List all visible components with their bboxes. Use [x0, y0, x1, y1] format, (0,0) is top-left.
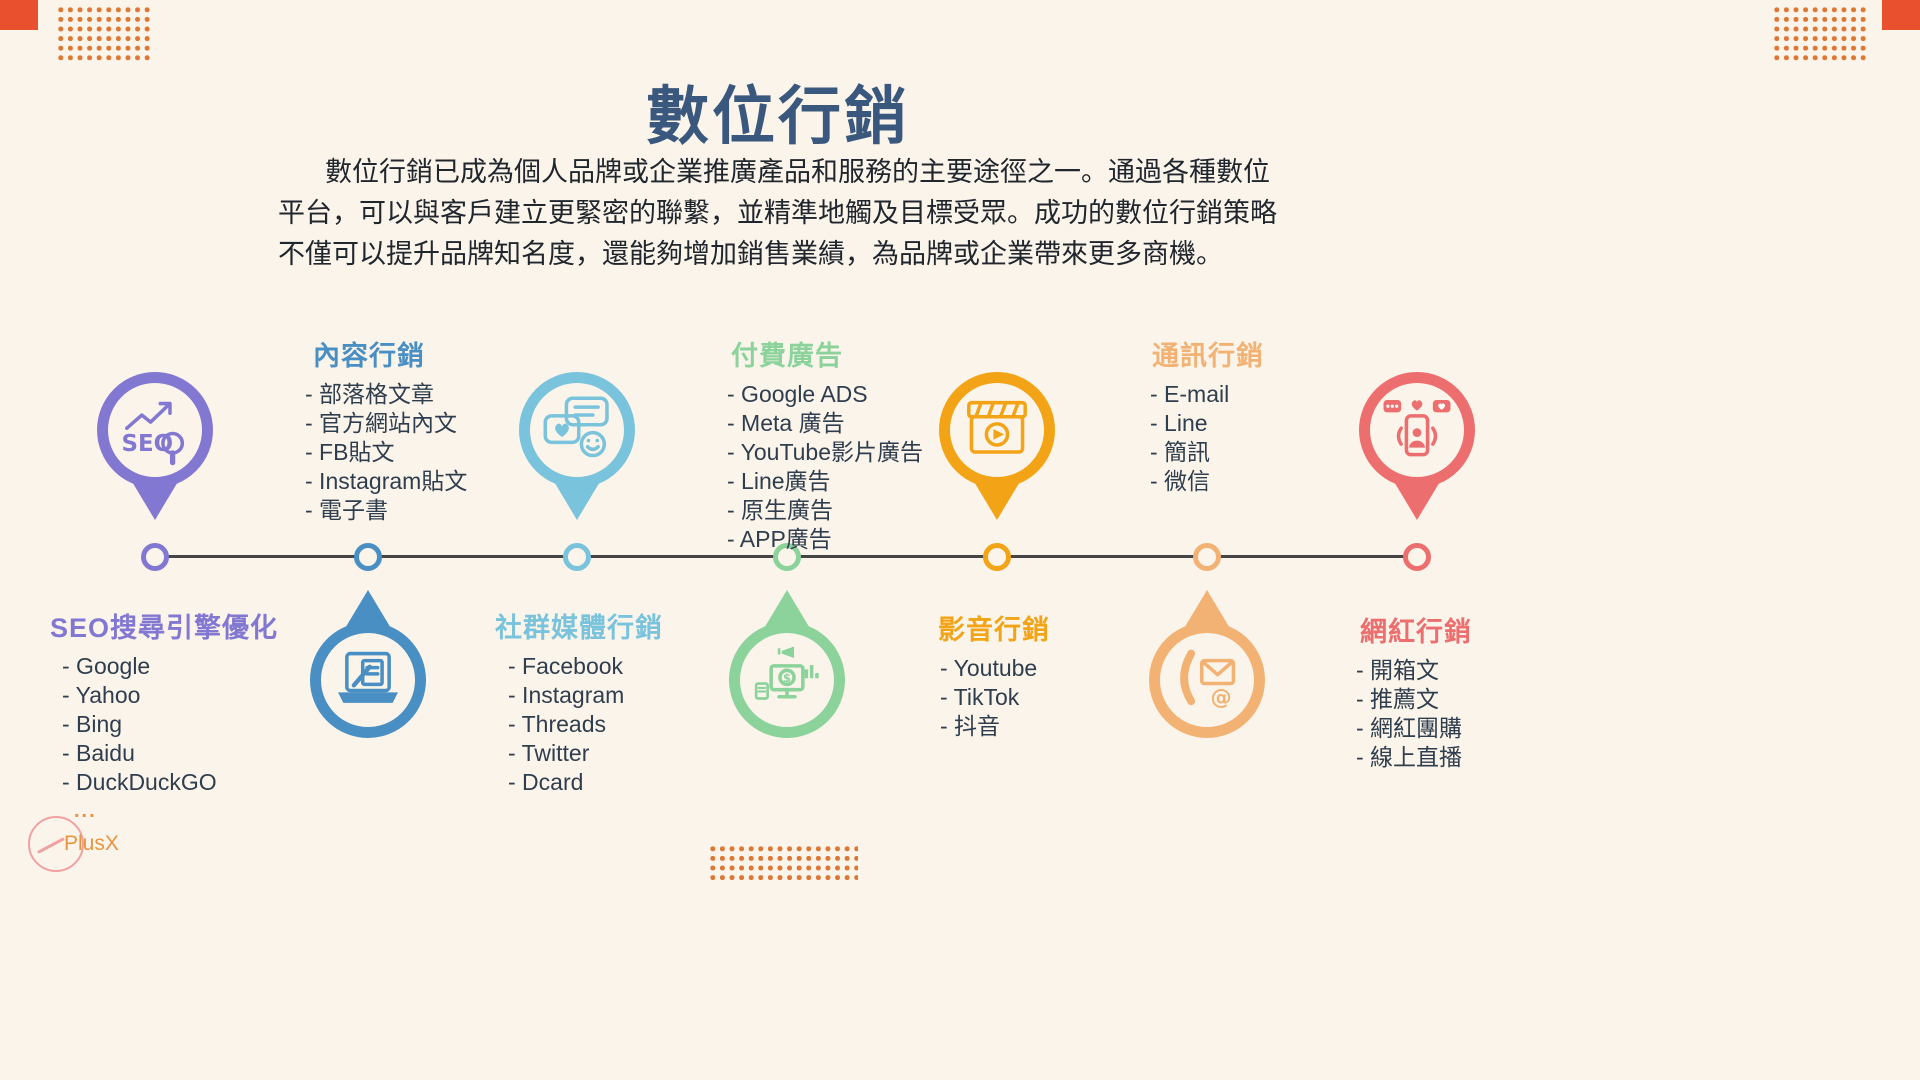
- pin-social-media: [519, 372, 635, 520]
- pin-circle: SEO: [97, 372, 213, 488]
- list-item: - APP廣告: [727, 526, 832, 552]
- svg-text:@: @: [1211, 685, 1232, 710]
- list-item: - Dcard: [508, 769, 584, 795]
- logo-dots: ...: [74, 800, 97, 822]
- list-item: - Instagram: [508, 682, 625, 708]
- timeline-node-seo: [141, 543, 169, 571]
- list-item: - Meta 廣告: [727, 410, 845, 436]
- chat-bubbles-icon: [543, 396, 609, 458]
- dot-pattern-top-right: [1772, 5, 1866, 63]
- category-items: - Youtube - TikTok - 抖音: [940, 654, 1050, 741]
- seo-icon: SEO: [122, 401, 185, 466]
- timeline-node-content: [354, 543, 382, 571]
- list-item: - Google ADS: [727, 381, 868, 407]
- logo-circle-icon: [28, 816, 84, 872]
- list-item: - Google: [62, 653, 151, 679]
- list-item: - 簡訊: [1150, 439, 1211, 465]
- category-items: - Google - Yahoo - Bing - Baidu - DuckDuckGO: [62, 652, 278, 797]
- category-title: SEO搜尋引擎優化: [50, 613, 279, 643]
- list-item: - Line廣告: [727, 468, 831, 494]
- list-item: - Youtube: [940, 655, 1038, 681]
- category-paid-ads: 付費廣告 - Google ADS- Meta 廣告- YouTube影片廣告-…: [727, 334, 923, 554]
- influencer-phone-icon: [1383, 400, 1451, 457]
- pin-paid-ads: $: [729, 590, 845, 738]
- svg-text:$: $: [783, 671, 791, 685]
- svg-text:SEO: SEO: [122, 431, 174, 457]
- list-item: - FB貼文: [305, 439, 395, 465]
- pin-content-marketing: [310, 590, 426, 738]
- phone-mail-icon: @: [1180, 649, 1236, 710]
- intro-line: 數位行銷已成為個人品牌或企業推廣產品和服務的主要途徑之一。通過各種數位: [325, 157, 1270, 188]
- category-items: - 開箱文 - 推薦文 - 網紅團購 - 線上直播: [1356, 656, 1472, 772]
- pin-video-marketing: [939, 372, 1055, 520]
- list-item: - 開箱文: [1356, 657, 1440, 683]
- logo-text: PlusX: [64, 832, 119, 855]
- list-item: - 網紅團購: [1356, 715, 1463, 741]
- timeline-node-paid-ads: [773, 543, 801, 571]
- category-title: 網紅行銷: [1360, 617, 1472, 647]
- list-item: - E-mail: [1150, 381, 1230, 407]
- pin-circle: @: [1149, 622, 1265, 738]
- list-item: - DuckDuckGO: [62, 769, 217, 795]
- list-item: - Threads: [508, 711, 607, 737]
- plusx-logo: ... PlusX: [26, 800, 156, 878]
- list-item: - 官方網站內文: [305, 410, 458, 436]
- category-content-marketing: 內容行銷 - 部落格文章- 官方網站內文- FB貼文- Instagram貼文-…: [305, 334, 467, 525]
- pin-circle: [310, 622, 426, 738]
- dot-pattern-top-left: [56, 5, 150, 63]
- page-title: 數位行銷: [646, 79, 910, 153]
- clapperboard-icon: [967, 400, 1027, 454]
- dot-pattern-bottom: [708, 844, 858, 883]
- timeline-node-messaging: [1193, 543, 1221, 571]
- laptop-writing-icon: [338, 651, 398, 703]
- category-influencer-marketing: 網紅行銷 - 開箱文 - 推薦文 - 網紅團購 - 線上直播: [1356, 610, 1472, 772]
- category-items: - E-mail - Line - 簡訊 - 微信: [1150, 380, 1264, 496]
- timeline-node-influencer: [1403, 543, 1431, 571]
- list-item: - Baidu: [62, 740, 135, 766]
- category-seo: SEO搜尋引擎優化 - Google- Yahoo- Bing- Baidu- …: [50, 606, 278, 797]
- list-item: - Instagram貼文: [305, 468, 468, 494]
- list-item: - 推薦文: [1356, 686, 1440, 712]
- pin-messaging-marketing: @: [1149, 590, 1265, 738]
- intro-paragraph: 數位行銷已成為個人品牌或企業推廣產品和服務的主要途徑之一。通過各種數位 平台，可…: [278, 152, 1298, 275]
- category-title: 影音行銷: [938, 615, 1050, 645]
- list-item: - Bing: [62, 711, 123, 737]
- category-items: - 部落格文章 - 官方網站內文 - FB貼文 - Instagram貼文 - 電子書: [305, 380, 467, 525]
- list-item: - 部落格文章: [305, 381, 435, 407]
- corner-square-top-right: [1882, 0, 1920, 30]
- list-item: - YouTube影片廣告: [727, 439, 924, 465]
- list-item: - 線上直播: [1356, 744, 1463, 770]
- pin-circle: [939, 372, 1055, 488]
- list-item: - 微信: [1150, 468, 1211, 494]
- list-item: - TikTok: [940, 684, 1020, 710]
- list-item: - Twitter: [508, 740, 590, 766]
- list-item: - Facebook: [508, 653, 624, 679]
- intro-line: 平台，可以與客戶建立更緊密的聯繫，並精準地觸及目標受眾。成功的數位行銷策略: [278, 198, 1277, 229]
- list-item: - Yahoo: [62, 682, 141, 708]
- category-title: 付費廣告: [731, 341, 843, 371]
- category-messaging-marketing: 通訊行銷 - E-mail - Line - 簡訊 - 微信: [1150, 334, 1264, 496]
- category-items: - Google ADS - Meta 廣告 - YouTube影片廣告 - Line…: [727, 380, 923, 554]
- pin-seo-marketing: SEO: [97, 372, 213, 520]
- corner-square-top-left: [0, 0, 38, 30]
- category-title: 內容行銷: [313, 341, 425, 371]
- category-title: 通訊行銷: [1152, 341, 1264, 371]
- pin-circle: [1359, 372, 1475, 488]
- pin-influencer-marketing: [1359, 372, 1475, 520]
- category-title: 社群媒體行銷: [495, 613, 663, 643]
- list-item: - Line: [1150, 410, 1208, 436]
- list-item: - 抖音: [940, 713, 1001, 739]
- category-video-marketing: 影音行銷 - Youtube - TikTok - 抖音: [938, 608, 1050, 741]
- pin-circle: $: [729, 622, 845, 738]
- category-items: - Facebook - Instagram - Threads - Twitter -…: [508, 652, 663, 797]
- category-social-media: 社群媒體行銷 - Facebook - Instagram - Threads - T…: [495, 606, 663, 797]
- list-item: - 電子書: [305, 497, 389, 523]
- intro-line: 不僅可以提升品牌知名度，還能夠增加銷售業績，為品牌或企業帶來更多商機。: [278, 239, 1223, 270]
- timeline-node-video: [983, 543, 1011, 571]
- list-item: - 原生廣告: [727, 497, 834, 523]
- timeline-node-social: [563, 543, 591, 571]
- ads-screen-icon: $: [754, 646, 819, 700]
- pin-circle: [519, 372, 635, 488]
